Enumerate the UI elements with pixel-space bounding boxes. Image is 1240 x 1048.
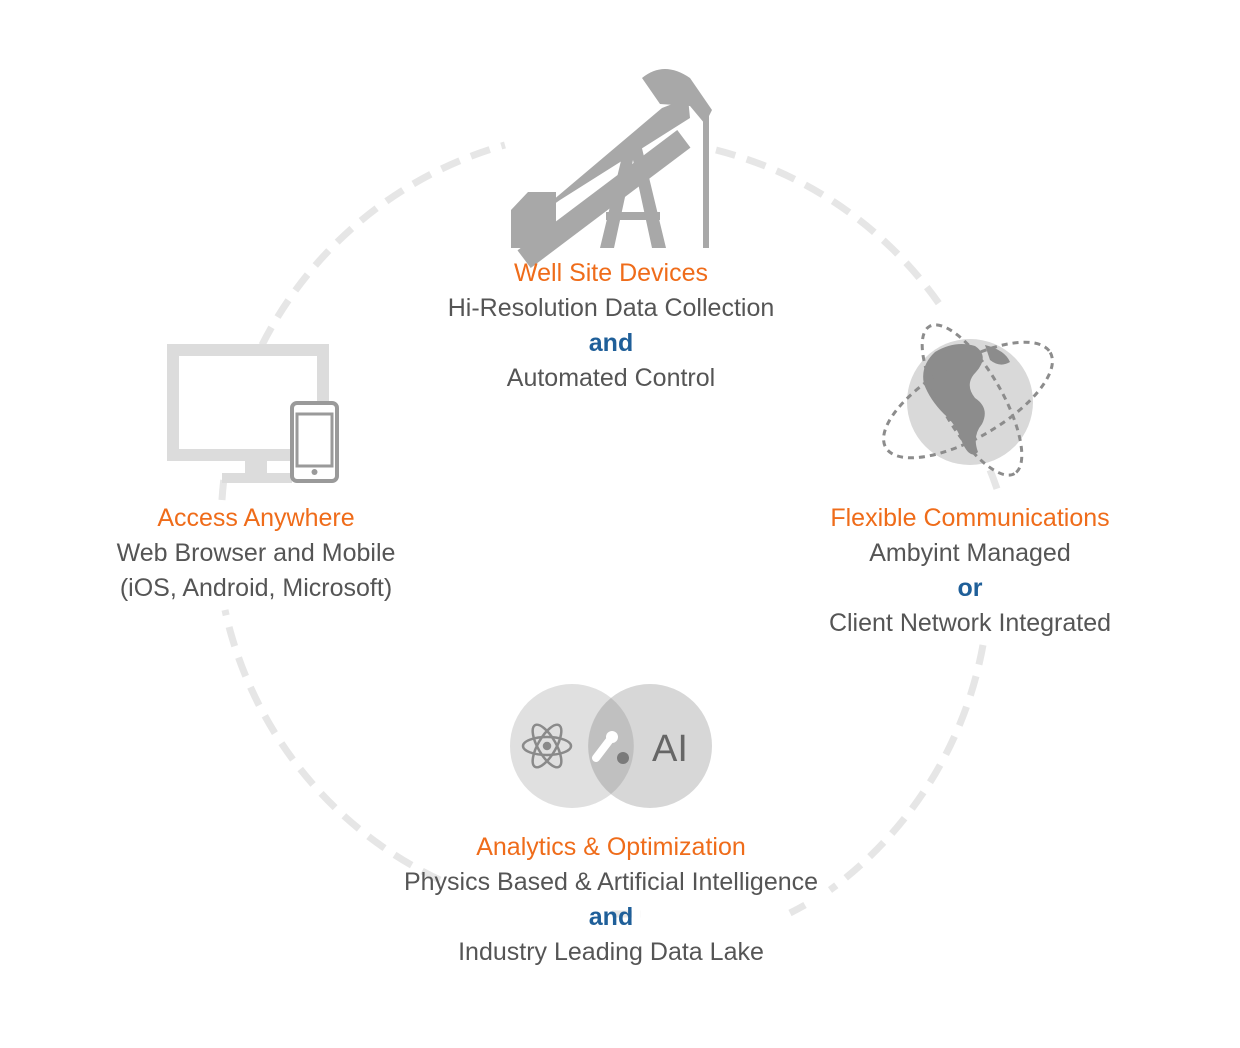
flexible-line1: Ambyint Managed (869, 539, 1071, 567)
well-site-conjunction: and (588, 329, 634, 357)
venn-physics-ai-icon: AI (510, 684, 712, 808)
well-site-block: Well Site Devices Hi-Resolution Data Col… (411, 256, 811, 396)
flexible-block: Flexible Communications Ambyint Managed … (770, 501, 1170, 641)
analytics-line1: Physics Based & Artificial Intelligence (403, 868, 819, 896)
well-site-line2: Automated Control (506, 364, 716, 392)
flexible-line2: Client Network Integrated (828, 609, 1112, 637)
access-title: Access Anywhere (157, 504, 355, 532)
globe-orbit-icon (882, 323, 1054, 477)
monitor-phone-icon (167, 344, 339, 483)
analytics-conjunction: and (588, 903, 634, 931)
pumpjack-icon (511, 69, 712, 268)
flexible-title: Flexible Communications (830, 504, 1110, 532)
ambyint-logo-icon (592, 731, 629, 764)
flexible-conjunction: or (957, 574, 983, 602)
analytics-title: Analytics & Optimization (476, 833, 746, 861)
ai-label: AI (652, 728, 688, 770)
analytics-line2: Industry Leading Data Lake (458, 938, 764, 966)
well-site-line1: Hi-Resolution Data Collection (447, 294, 775, 322)
access-block: Access Anywhere Web Browser and Mobile (… (56, 501, 456, 606)
access-line1: Web Browser and Mobile (116, 539, 396, 567)
access-line2: (iOS, Android, Microsoft) (119, 574, 393, 602)
analytics-block: Analytics & Optimization Physics Based &… (331, 830, 891, 970)
well-site-title: Well Site Devices (513, 259, 709, 287)
atom-icon (521, 723, 573, 769)
